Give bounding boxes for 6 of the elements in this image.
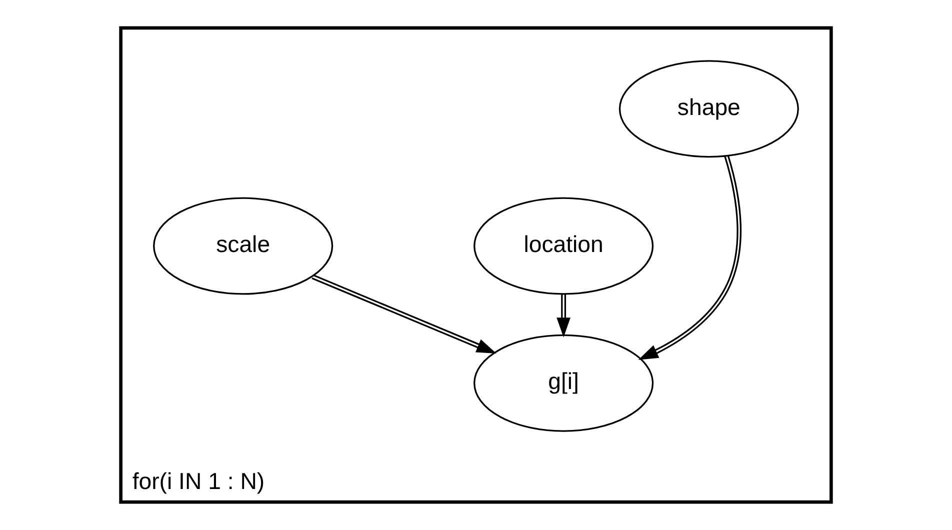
arrow bbox=[638, 155, 742, 360]
arrow bbox=[312, 274, 496, 354]
node-ellipse: shape bbox=[618, 60, 799, 158]
node-ellipse: scale bbox=[153, 197, 334, 295]
node-ellipse: location bbox=[474, 197, 654, 295]
arrow bbox=[556, 294, 570, 338]
